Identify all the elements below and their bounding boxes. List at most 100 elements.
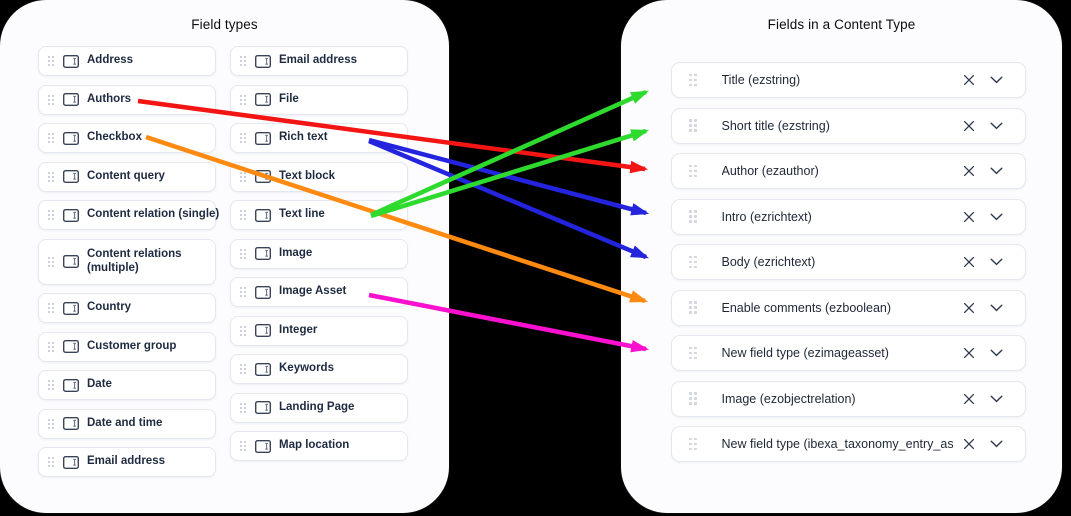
field-type-item[interactable]: Text line — [230, 200, 408, 230]
field-type-item[interactable]: Customer group — [38, 331, 216, 362]
field-type-item[interactable]: Address — [38, 46, 216, 76]
field-type-label: Content query — [87, 169, 165, 182]
drag-handle-icon[interactable] — [689, 437, 697, 451]
chevron-down-icon[interactable] — [988, 438, 1005, 450]
input-field-icon — [255, 285, 271, 299]
content-type-field-row[interactable]: Author (ezauthor) — [671, 153, 1026, 189]
field-type-item[interactable]: Content relations (multiple) — [38, 238, 216, 285]
content-type-field-row[interactable]: Image (ezobjectrelation) — [671, 380, 1026, 417]
chevron-down-icon[interactable] — [988, 74, 1005, 86]
drag-handle-icon[interactable] — [48, 418, 54, 429]
field-type-item[interactable]: Image — [230, 238, 408, 269]
x-icon[interactable] — [961, 300, 977, 316]
input-field-icon — [63, 208, 79, 222]
field-type-item[interactable]: Email address — [38, 447, 216, 477]
drag-handle-icon[interactable] — [689, 301, 697, 314]
x-icon[interactable] — [961, 163, 977, 179]
drag-handle-icon[interactable] — [240, 94, 246, 105]
drag-handle-icon[interactable] — [240, 171, 246, 182]
drag-handle-icon[interactable] — [689, 346, 697, 360]
chevron-down-icon[interactable] — [988, 256, 1005, 268]
x-icon[interactable] — [961, 391, 977, 407]
chevron-down-icon[interactable] — [988, 211, 1005, 223]
drag-handle-icon[interactable] — [240, 56, 246, 66]
drag-handle-icon[interactable] — [48, 56, 54, 66]
content-type-field-label: Short title (ezstring) — [721, 118, 830, 133]
row-actions — [961, 391, 1005, 407]
drag-handle-icon[interactable] — [689, 210, 697, 223]
content-type-field-row[interactable]: Title (ezstring) — [671, 62, 1026, 98]
field-type-item[interactable]: Landing Page — [230, 392, 408, 423]
content-type-field-label: Intro (ezrichtext) — [721, 209, 812, 224]
drag-handle-icon[interactable] — [48, 341, 54, 352]
field-type-item[interactable]: Email address — [230, 46, 408, 76]
content-type-field-row[interactable]: New field type (ezimageasset) — [671, 335, 1026, 371]
content-type-field-row[interactable]: New field type (ibexa_taxonomy_entry_ass… — [671, 426, 1026, 462]
drag-handle-icon[interactable] — [48, 256, 54, 267]
field-type-label: Image — [279, 246, 313, 259]
field-type-item[interactable]: Authors — [38, 84, 216, 115]
drag-handle-icon[interactable] — [48, 94, 54, 105]
drag-handle-icon[interactable] — [240, 133, 246, 143]
row-actions — [961, 118, 1005, 134]
field-type-label: File — [279, 92, 299, 105]
drag-handle-icon[interactable] — [689, 164, 697, 178]
field-type-item[interactable]: Rich text — [230, 123, 408, 153]
field-type-item[interactable]: Text block — [230, 161, 408, 192]
field-type-label: Email address — [87, 455, 165, 468]
content-type-fields-panel-title: Fields in a Content Type — [767, 17, 916, 32]
field-type-item[interactable]: Content query — [38, 161, 216, 192]
field-type-item[interactable]: Keywords — [230, 354, 408, 384]
input-field-icon — [255, 401, 271, 414]
drag-handle-icon[interactable] — [240, 248, 246, 259]
x-icon[interactable] — [961, 436, 977, 452]
x-icon[interactable] — [961, 254, 977, 270]
drag-handle-icon[interactable] — [689, 255, 697, 269]
field-type-item[interactable]: Date and time — [38, 408, 216, 439]
field-type-item[interactable]: Image Asset — [230, 277, 408, 307]
field-type-label: Checkbox — [87, 131, 142, 144]
drag-handle-icon[interactable] — [689, 392, 697, 405]
drag-handle-icon[interactable] — [48, 380, 54, 390]
drag-handle-icon[interactable] — [48, 457, 54, 467]
drag-handle-icon[interactable] — [48, 133, 54, 143]
drag-handle-icon[interactable] — [48, 171, 54, 182]
input-field-icon — [255, 93, 271, 106]
field-type-item[interactable]: Map location — [230, 431, 408, 461]
content-type-field-row[interactable]: Body (ezrichtext) — [671, 244, 1026, 280]
content-type-field-row[interactable]: Intro (ezrichtext) — [671, 198, 1026, 235]
drag-handle-icon[interactable] — [240, 441, 246, 451]
field-type-item[interactable]: Date — [38, 370, 216, 400]
field-type-label: Keywords — [279, 362, 334, 375]
chevron-down-icon[interactable] — [988, 165, 1005, 177]
field-type-item[interactable]: Integer — [230, 315, 408, 346]
x-icon[interactable] — [961, 345, 977, 361]
drag-handle-icon[interactable] — [689, 73, 697, 87]
drag-handle-icon[interactable] — [240, 287, 246, 297]
x-icon[interactable] — [961, 72, 977, 88]
row-actions — [961, 72, 1005, 88]
drag-handle-icon[interactable] — [240, 210, 246, 220]
field-type-label: Country — [87, 301, 132, 314]
drag-handle-icon[interactable] — [689, 119, 697, 132]
chevron-down-icon[interactable] — [988, 393, 1005, 405]
field-type-label: Integer — [279, 323, 318, 336]
chevron-down-icon[interactable] — [988, 347, 1005, 359]
field-type-item[interactable]: File — [230, 84, 408, 115]
x-icon[interactable] — [961, 209, 977, 225]
content-type-field-row[interactable]: Short title (ezstring) — [671, 107, 1026, 144]
content-type-field-row[interactable]: Enable comments (ezboolean) — [671, 289, 1026, 326]
chevron-down-icon[interactable] — [988, 302, 1005, 314]
field-type-item[interactable]: Content relation (single) — [38, 200, 219, 230]
x-icon[interactable] — [961, 118, 977, 134]
drag-handle-icon[interactable] — [240, 325, 246, 336]
field-type-label: Content relations (multiple) — [87, 247, 182, 274]
field-type-item[interactable]: Checkbox — [38, 123, 216, 153]
drag-handle-icon[interactable] — [240, 402, 246, 413]
input-field-icon — [255, 439, 271, 453]
field-type-item[interactable]: Country — [38, 293, 216, 323]
chevron-down-icon[interactable] — [988, 120, 1005, 132]
drag-handle-icon[interactable] — [240, 364, 246, 374]
drag-handle-icon[interactable] — [48, 303, 54, 313]
drag-handle-icon[interactable] — [48, 210, 54, 220]
